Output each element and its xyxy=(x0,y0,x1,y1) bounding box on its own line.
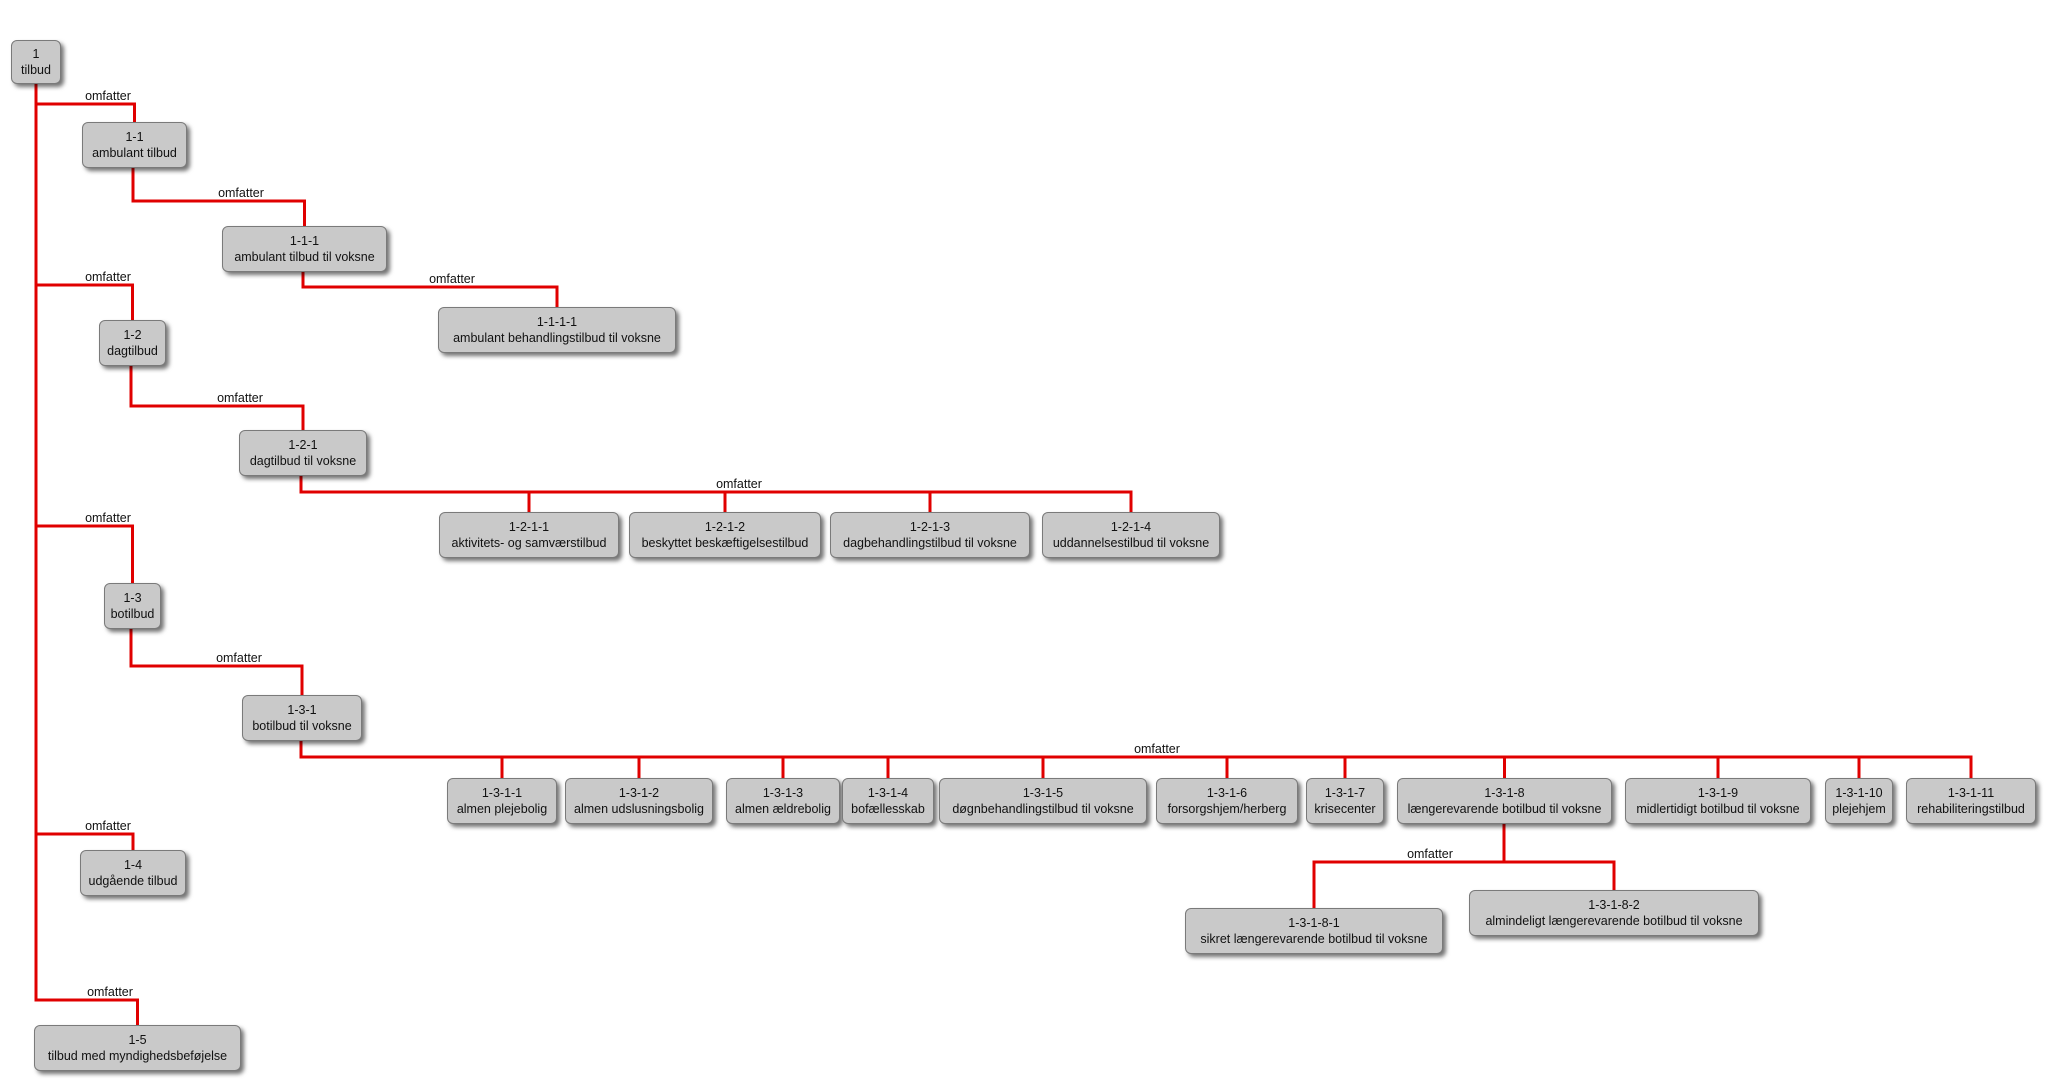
node-id: 1-4 xyxy=(123,858,143,872)
node-label: tilbud med myndighedsbeføjelse xyxy=(47,1049,228,1063)
edge-label-omfatter: omfatter xyxy=(85,89,131,103)
node-id: 1-1 xyxy=(125,130,144,144)
node-label: forsorgshjem/herberg xyxy=(1167,802,1287,816)
node-label: dagtilbud til voksne xyxy=(249,454,357,468)
node-label: almen plejebolig xyxy=(456,802,548,816)
node-1-5[interactable]: 1-5 tilbud med myndighedsbeføjelse xyxy=(34,1025,241,1071)
node-1-3[interactable]: 1-3 botilbud xyxy=(104,583,161,629)
edge-label-omfatter: omfatter xyxy=(85,819,131,833)
node-label: plejehjem xyxy=(1832,802,1886,816)
node-id: 1-3-1 xyxy=(287,703,317,717)
node-id: 1-2-1-4 xyxy=(1110,520,1152,534)
node-label: krisecenter xyxy=(1314,802,1376,816)
node-id: 1-3-1-8-1 xyxy=(1288,916,1340,930)
node-1-1-1[interactable]: 1-1-1 ambulant tilbud til voksne xyxy=(222,226,387,272)
node-1-4[interactable]: 1-4 udgående tilbud xyxy=(80,850,186,896)
node-1-3-1-8-2[interactable]: 1-3-1-8-2 almindeligt længerevarende boti… xyxy=(1469,890,1759,936)
node-id: 1-1-1 xyxy=(289,234,320,248)
node-id: 1-3-1-6 xyxy=(1206,786,1248,800)
node-id: 1-5 xyxy=(128,1033,147,1047)
node-1-1[interactable]: 1-1 ambulant tilbud xyxy=(82,122,187,168)
node-label: sikret længerevarende botilbud til voksn… xyxy=(1200,932,1428,946)
node-1-2-1-3[interactable]: 1-2-1-3 dagbehandlingstilbud til voksne xyxy=(830,512,1030,558)
node-1-3-1-7[interactable]: 1-3-1-7 krisecenter xyxy=(1306,778,1384,824)
node-id: 1-3-1-10 xyxy=(1835,786,1883,800)
node-id: 1-3-1-1 xyxy=(481,786,523,800)
node-id: 1-2-1-3 xyxy=(909,520,951,534)
node-label: aktivitets- og samværstilbud xyxy=(451,536,607,550)
node-id: 1-3-1-9 xyxy=(1697,786,1739,800)
node-1-3-1-11[interactable]: 1-3-1-11 rehabiliteringstilbud xyxy=(1906,778,2036,824)
node-label: almen udslusningsbolig xyxy=(574,802,704,816)
edge-label-omfatter: omfatter xyxy=(85,511,131,525)
node-1-3-1-8[interactable]: 1-3-1-8 længerevarende botilbud til voksn… xyxy=(1397,778,1612,824)
node-id: 1-2-1 xyxy=(288,438,318,452)
node-id: 1-3-1-4 xyxy=(867,786,909,800)
edge-label-omfatter: omfatter xyxy=(85,270,131,284)
node-label: rehabiliteringstilbud xyxy=(1917,802,2025,816)
node-1-1-1-1[interactable]: 1-1-1-1 ambulant behandlingstilbud til vo… xyxy=(438,307,676,353)
edge-label-omfatter: omfatter xyxy=(218,186,264,200)
node-label: ambulant tilbud til voksne xyxy=(234,250,375,264)
node-id: 1-3 xyxy=(123,591,142,605)
edge-label-omfatter: omfatter xyxy=(716,477,762,491)
node-label: ambulant behandlingstilbud til voksne xyxy=(453,331,661,345)
node-id: 1-3-1-5 xyxy=(1022,786,1064,800)
edge-label-omfatter: omfatter xyxy=(216,651,262,665)
node-id: 1-3-1-8 xyxy=(1484,786,1525,800)
node-label: længerevarende botilbud til voksne xyxy=(1407,802,1602,816)
node-id: 1-2 xyxy=(123,328,142,342)
node-label: tilbud xyxy=(21,63,51,77)
node-id: 1-3-1-8-2 xyxy=(1588,898,1640,912)
node-label: bofællesskab xyxy=(851,802,925,816)
node-label: midlertidigt botilbud til voksne xyxy=(1636,802,1800,816)
edge-label-omfatter: omfatter xyxy=(217,391,263,405)
node-id: 1 xyxy=(32,47,40,61)
node-id: 1-3-1-7 xyxy=(1324,786,1366,800)
node-label: udgående tilbud xyxy=(88,874,178,888)
node-1-3-1-3[interactable]: 1-3-1-3 almen ældrebolig xyxy=(726,778,840,824)
node-1-3-1-5[interactable]: 1-3-1-5 døgnbehandlingstilbud til voksne xyxy=(939,778,1147,824)
node-label: beskyttet beskæftigelsestilbud xyxy=(641,536,809,550)
node-label: almindeligt længerevarende botilbud til … xyxy=(1485,914,1743,928)
node-label: dagtilbud xyxy=(107,344,158,358)
node-id: 1-2-1-1 xyxy=(508,520,550,534)
node-id: 1-3-1-11 xyxy=(1947,786,1995,800)
node-label: almen ældrebolig xyxy=(735,802,831,816)
node-1-3-1-2[interactable]: 1-3-1-2 almen udslusningsbolig xyxy=(565,778,713,824)
node-label: botilbud til voksne xyxy=(252,719,352,733)
node-1-3-1-8-1[interactable]: 1-3-1-8-1 sikret længerevarende botilbud … xyxy=(1185,908,1443,954)
edge-label-omfatter: omfatter xyxy=(429,272,475,286)
node-id: 1-3-1-3 xyxy=(762,786,804,800)
edge-label-omfatter: omfatter xyxy=(87,985,133,999)
edge-label-omfatter: omfatter xyxy=(1134,742,1180,756)
node-label: døgnbehandlingstilbud til voksne xyxy=(952,802,1134,816)
node-id: 1-3-1-2 xyxy=(618,786,660,800)
node-label: uddannelsestilbud til voksne xyxy=(1052,536,1210,550)
node-id: 1-1-1-1 xyxy=(536,315,578,329)
node-1-2[interactable]: 1-2 dagtilbud xyxy=(99,320,166,366)
node-1-2-1-1[interactable]: 1-2-1-1 aktivitets- og samværstilbud xyxy=(439,512,619,558)
node-1-3-1-4[interactable]: 1-3-1-4 bofællesskab xyxy=(842,778,934,824)
node-1-3-1[interactable]: 1-3-1 botilbud til voksne xyxy=(242,695,362,741)
node-1-2-1-4[interactable]: 1-2-1-4 uddannelsestilbud til voksne xyxy=(1042,512,1220,558)
node-1-3-1-6[interactable]: 1-3-1-6 forsorgshjem/herberg xyxy=(1156,778,1298,824)
node-label: botilbud xyxy=(110,607,155,621)
node-label: dagbehandlingstilbud til voksne xyxy=(843,536,1017,550)
node-label: ambulant tilbud xyxy=(92,146,177,160)
node-1[interactable]: 1 tilbud xyxy=(11,40,61,84)
edge-label-omfatter: omfatter xyxy=(1407,847,1453,861)
node-1-2-1-2[interactable]: 1-2-1-2 beskyttet beskæftigelsestilbud xyxy=(629,512,821,558)
node-1-3-1-9[interactable]: 1-3-1-9 midlertidigt botilbud til voksne xyxy=(1625,778,1811,824)
node-1-2-1[interactable]: 1-2-1 dagtilbud til voksne xyxy=(239,430,367,476)
node-1-3-1-10[interactable]: 1-3-1-10 plejehjem xyxy=(1825,778,1893,824)
node-1-3-1-1[interactable]: 1-3-1-1 almen plejebolig xyxy=(447,778,557,824)
node-id: 1-2-1-2 xyxy=(704,520,746,534)
